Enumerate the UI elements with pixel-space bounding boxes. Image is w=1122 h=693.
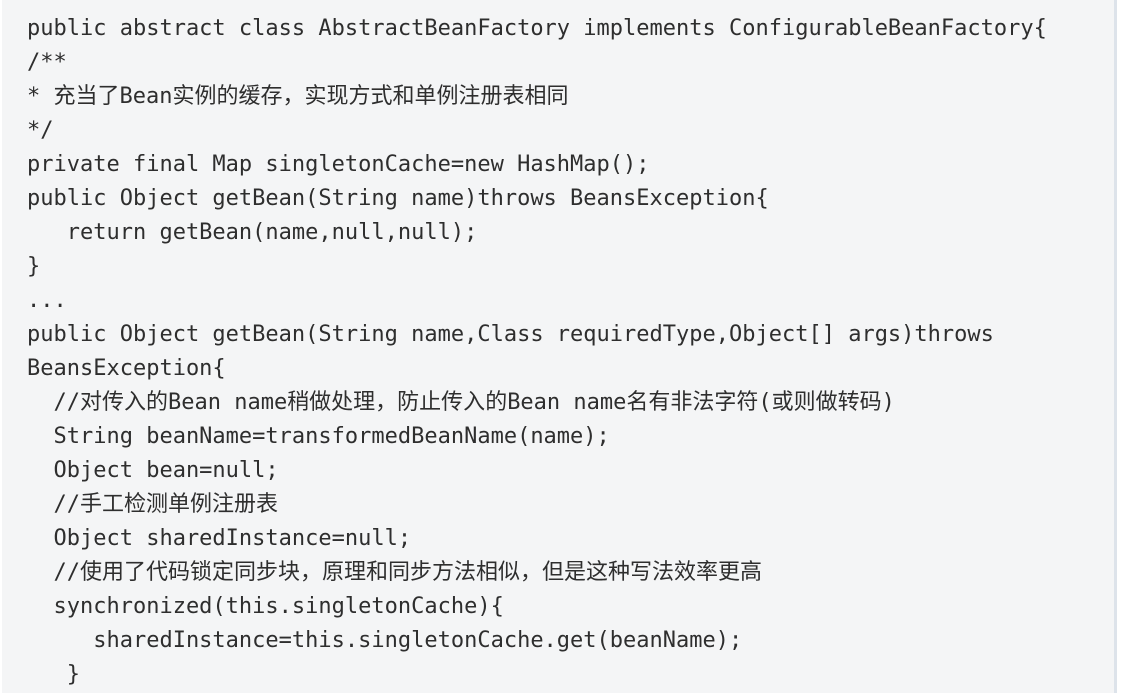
code-line: //手工检测单例注册表 xyxy=(27,492,278,517)
code-line: ... xyxy=(27,288,67,313)
code-line: String beanName=transformedBeanName(name… xyxy=(27,424,610,449)
code-line: //使用了代码锁定同步块，原理和同步方法相似，但是这种写法效率更高 xyxy=(27,560,762,585)
code-line: Object sharedInstance=null; xyxy=(27,526,412,551)
code-line: synchronized(this.singletonCache){ xyxy=(27,594,504,619)
code-line: Object bean=null; xyxy=(27,458,279,483)
code-line: sharedInstance=this.singletonCache.get(b… xyxy=(27,628,743,653)
code-line: * 充当了Bean实例的缓存，实现方式和单例注册表相同 xyxy=(27,84,569,109)
code-line: */ xyxy=(27,118,54,143)
code-line: } xyxy=(27,254,41,279)
code-line: public Object getBean(String name)throws… xyxy=(27,186,769,211)
code-line: return getBean(name,null,null); xyxy=(27,220,478,245)
code-line: } xyxy=(27,662,80,687)
code-line: /** xyxy=(27,50,67,75)
code-line: public abstract class AbstractBeanFactor… xyxy=(27,16,1047,41)
code-line: BeansException{ xyxy=(27,356,226,381)
code-line: //对传入的Bean name稍做处理，防止传入的Bean name名有非法字符… xyxy=(27,390,895,415)
code-line: private final Map singletonCache=new Has… xyxy=(27,152,650,177)
code-line: public Object getBean(String name,Class … xyxy=(27,322,994,347)
